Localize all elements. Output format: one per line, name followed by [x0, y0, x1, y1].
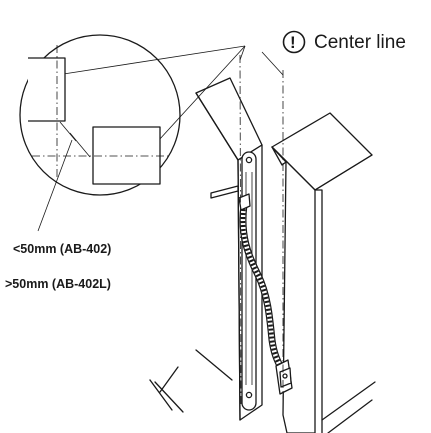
- mounting-plate: [241, 151, 257, 411]
- exclamation-circle-icon: [282, 30, 306, 54]
- detail-magnifier: [19, 34, 181, 232]
- latch-rod: [210, 185, 239, 199]
- exclamation-glyph: !: [290, 33, 296, 52]
- dimension-label-large: >50mm (AB-402L): [5, 277, 111, 291]
- right-door-leaf: [271, 112, 376, 433]
- armored-cable: [238, 193, 287, 376]
- callout-label: Center line: [314, 32, 406, 53]
- center-line-callout: ! Center line: [282, 30, 406, 54]
- dimension-labels: <50mm (AB-402) >50mm (AB-402L): [5, 242, 111, 291]
- callout-leaders: [56, 45, 284, 153]
- center-lines: [239, 54, 284, 406]
- dimension-label-small: <50mm (AB-402): [13, 242, 111, 256]
